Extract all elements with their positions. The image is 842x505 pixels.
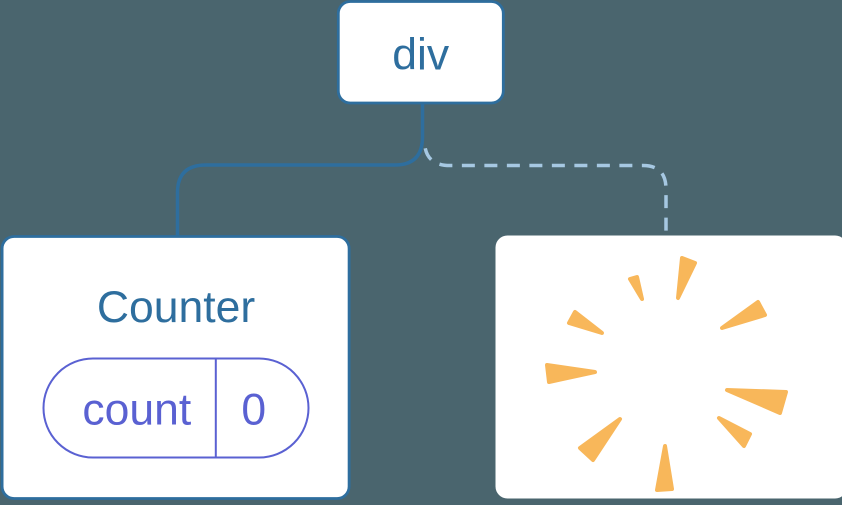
svg-text:Counter: Counter — [97, 283, 255, 332]
svg-text:div: div — [392, 30, 450, 79]
svg-text:count: count — [82, 386, 191, 435]
svg-text:0: 0 — [241, 386, 266, 435]
